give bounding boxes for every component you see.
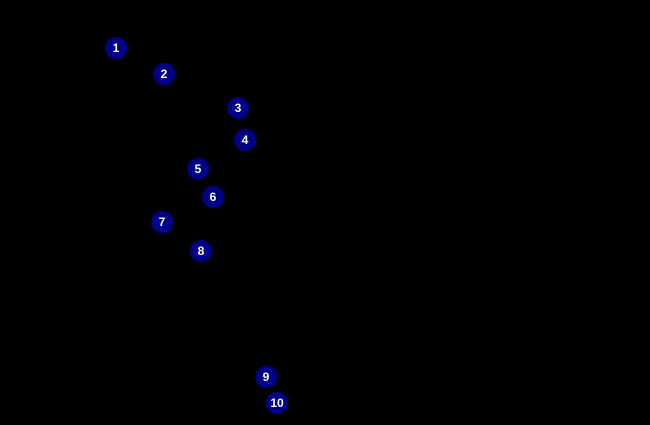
marker-3[interactable]: 3 (227, 97, 249, 119)
marker-2[interactable]: 2 (153, 63, 175, 85)
marker-7[interactable]: 7 (151, 211, 173, 233)
marker-1[interactable]: 1 (105, 37, 127, 59)
marker-10[interactable]: 10 (266, 392, 288, 414)
marker-4[interactable]: 4 (234, 129, 256, 151)
marker-6[interactable]: 6 (202, 186, 224, 208)
marker-5[interactable]: 5 (187, 158, 209, 180)
marker-9[interactable]: 9 (255, 366, 277, 388)
marker-8[interactable]: 8 (190, 240, 212, 262)
